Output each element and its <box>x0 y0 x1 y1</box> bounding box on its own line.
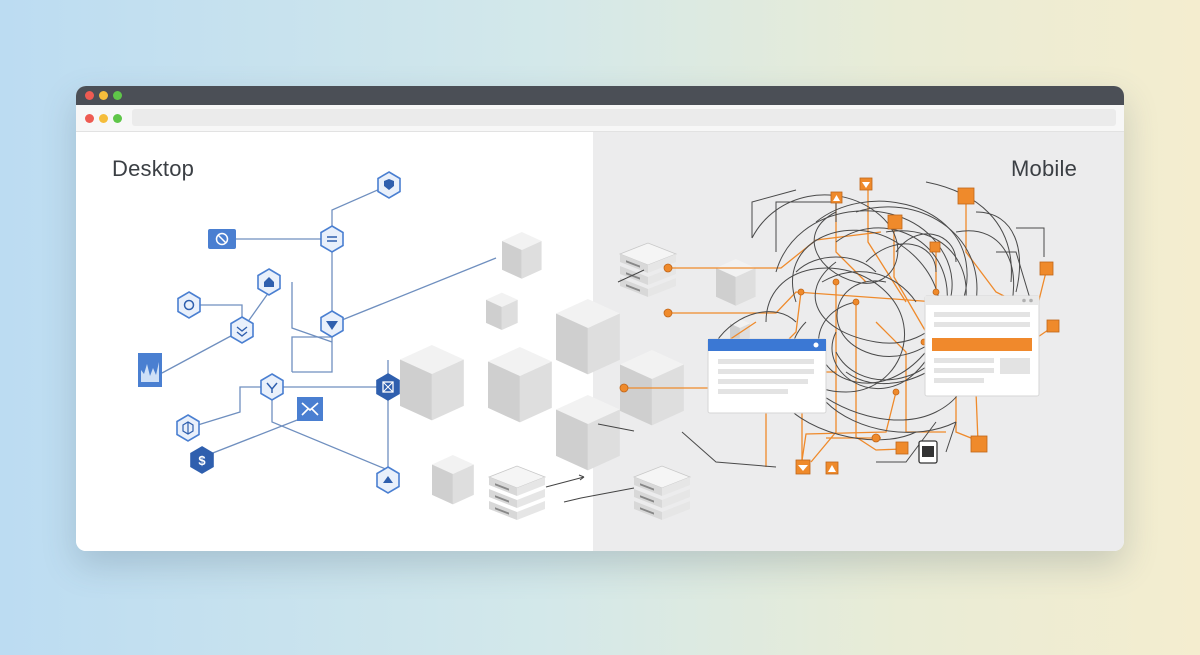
mobile-card-left <box>707 338 827 414</box>
cube-large-low <box>556 395 620 471</box>
dollar-node-icon: $ <box>190 446 214 474</box>
mobile-node-glyphs <box>798 182 870 472</box>
browser-toolbar <box>76 105 1124 132</box>
zoom-dot[interactable] <box>113 114 122 123</box>
box-node-icon <box>376 373 400 401</box>
window-titlebar <box>76 86 1124 105</box>
square-node-edge-icon <box>1039 261 1054 276</box>
square-node-bottom-icon <box>895 441 909 455</box>
cube-large-mid <box>488 347 552 423</box>
desktop-nodes: $ <box>138 171 401 494</box>
cube-small-bottom <box>432 455 474 505</box>
mobile-card-right <box>924 295 1040 397</box>
mobile-label: Mobile <box>1011 156 1078 181</box>
shield-node-icon <box>377 171 401 199</box>
minimize-dot[interactable] <box>99 114 108 123</box>
close-dot-titlebar[interactable] <box>85 91 94 100</box>
server-stack-bottom-right <box>633 465 691 521</box>
cube-tiny <box>486 292 518 331</box>
comparison-content: Desktop Mobile <box>76 132 1124 551</box>
square-node-top-icon <box>887 214 903 230</box>
square-node-small-icon <box>929 241 941 253</box>
stop-sign-node-icon <box>208 229 236 249</box>
square-node-low-icon <box>970 435 988 453</box>
mail-node-icon <box>297 397 323 421</box>
cube-right-top <box>716 259 756 306</box>
refresh-node-icon <box>177 291 201 319</box>
bar-chart-node-icon <box>138 353 162 387</box>
filter-node-icon <box>320 225 344 253</box>
browser-window: Desktop Mobile <box>76 86 1124 551</box>
desktop-label: Desktop <box>112 156 195 181</box>
cube-small-top <box>502 232 542 279</box>
server-stack-bottom-left <box>488 465 546 521</box>
square-node-right-icon <box>957 187 975 205</box>
heart-node-icon <box>320 310 344 338</box>
home-node-icon <box>257 268 281 296</box>
cube-large-left <box>400 345 464 421</box>
address-bar[interactable] <box>132 109 1116 126</box>
center-blocks <box>400 232 756 521</box>
illustration: $ <box>138 171 1060 521</box>
chevrons-node-icon <box>230 316 254 344</box>
square-node-side-icon <box>1046 319 1060 333</box>
svg-text:$: $ <box>198 453 206 468</box>
cube-node-icon <box>176 414 200 442</box>
mobile-device-icon <box>918 440 938 464</box>
upload-node-icon <box>376 466 400 494</box>
merge-node-icon <box>260 373 284 401</box>
cube-large-center <box>556 299 620 375</box>
close-dot[interactable] <box>85 114 94 123</box>
zoom-dot-titlebar[interactable] <box>113 91 122 100</box>
minimize-dot-titlebar[interactable] <box>99 91 108 100</box>
